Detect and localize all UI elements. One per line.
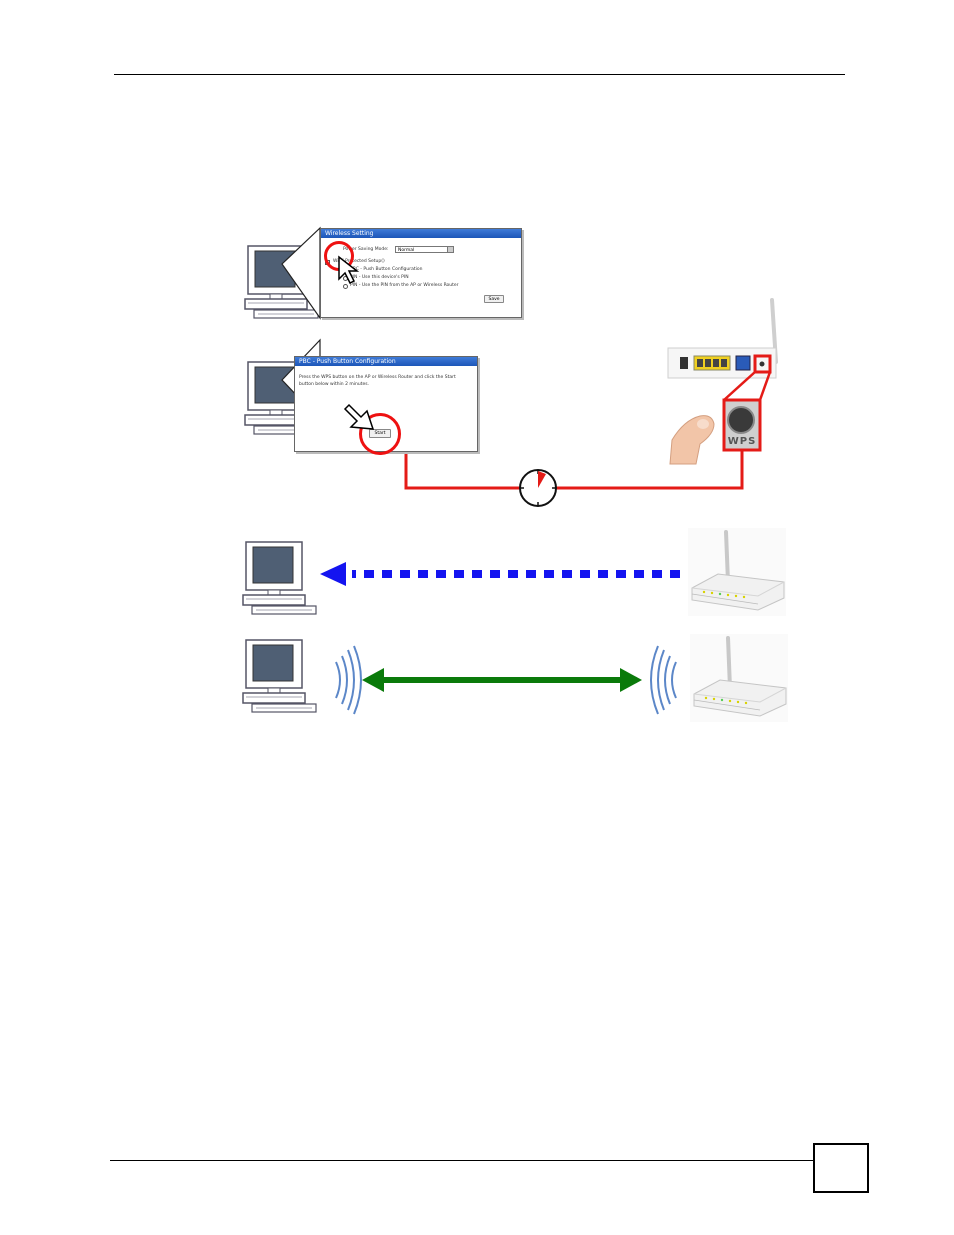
- power-saving-select[interactable]: Normal: [395, 246, 453, 253]
- page-number-box: [813, 1143, 869, 1193]
- pbc-message-line-2: button below within 2 minutes.: [299, 382, 370, 387]
- save-button[interactable]: Save: [484, 295, 504, 303]
- pbc-label: PBC - Push Button Configuration: [350, 267, 423, 272]
- power-saving-label: Power Saving Mode:: [343, 247, 389, 252]
- signal-waves-right: [650, 645, 677, 715]
- power-saving-value: Normal: [398, 248, 415, 253]
- finger-image: [669, 415, 715, 465]
- pin-device-label: PIN - Use this device's PIN: [350, 275, 409, 280]
- zoom-line-right: [758, 371, 772, 401]
- pin-ap-radio[interactable]: [343, 284, 348, 289]
- footer-rule: [110, 1160, 814, 1161]
- pc-icon-3: [242, 541, 317, 615]
- router-image-2: [688, 632, 790, 724]
- router-image-1: [686, 526, 788, 618]
- signal-waves-left: [335, 645, 362, 715]
- highlight-circle-start: [359, 413, 401, 455]
- timer-icon: [519, 469, 557, 507]
- dialog-title: Wireless Setting: [321, 229, 521, 238]
- router-back-panel: [667, 298, 778, 379]
- dialog-title: PBC - Push Button Configuration: [295, 357, 477, 366]
- dropdown-arrow-icon[interactable]: [447, 246, 454, 253]
- wps-label: Wi-Fi Protected Setup(): [333, 259, 385, 264]
- blue-dashed-arrow: [320, 562, 680, 586]
- wireless-setting-dialog: Wireless Setting Power Saving Mode: Norm…: [320, 228, 522, 318]
- timer-line-left: [404, 448, 520, 490]
- wps-button-closeup: [722, 398, 762, 452]
- pin-ap-label: PIN - Use the PIN from the AP or Wireles…: [350, 283, 459, 288]
- green-double-arrow: [362, 668, 642, 692]
- mouse-pointer-icon: [338, 255, 360, 285]
- timer-line-right: [556, 450, 744, 490]
- header-rule: [114, 74, 845, 75]
- wps-label: WPS: [727, 436, 757, 447]
- zoom-line-left: [723, 371, 756, 401]
- pbc-message-line-1: Press the WPS button on the AP or Wirele…: [299, 375, 456, 380]
- pc-icon-4: [242, 639, 317, 713]
- pbc-dialog: PBC - Push Button Configuration Press th…: [294, 356, 478, 455]
- mouse-pointer-icon: [343, 403, 375, 430]
